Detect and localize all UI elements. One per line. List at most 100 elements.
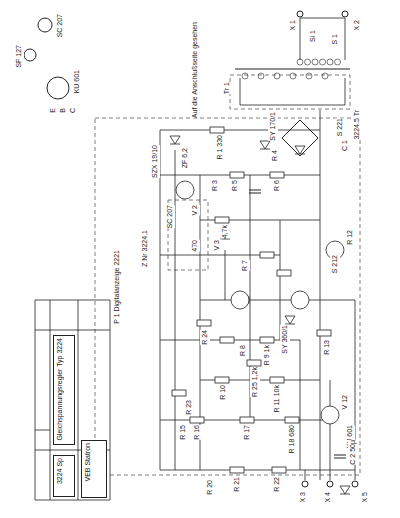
component-label: X 5 (360, 492, 370, 503)
resistor-symbol (190, 417, 204, 423)
resistor-symbol (260, 337, 274, 343)
title-block-cell: VEB Statron (81, 440, 107, 498)
component-label: V 3 (212, 240, 222, 251)
transformer-core (235, 68, 350, 69)
component-label: ZF 6,2 (180, 148, 190, 168)
component-label: SC 207 (165, 205, 175, 228)
diode-symbol (340, 486, 350, 494)
capacitor-symbol (334, 455, 346, 458)
component-label: R 13 (322, 340, 332, 355)
component-label: S 1 (330, 34, 340, 45)
title-text: VEB Statron (84, 443, 92, 482)
component-label: SZX 19/10 (150, 145, 160, 178)
title-block-grid (35, 330, 110, 331)
component-label: Tr 1 (222, 82, 232, 94)
component-label: R 16 (192, 425, 202, 440)
component-label: V 12 (340, 395, 350, 409)
transformer-winding (290, 73, 296, 79)
component-label: R 22 (272, 477, 282, 492)
component-label: C 2 50µ (348, 440, 358, 465)
diode-symbol (170, 136, 180, 144)
resistor-symbol (172, 390, 186, 396)
component-label: KU 601 (72, 70, 82, 93)
component-label: Z Nr 3224.1 (140, 230, 150, 267)
dashed-frame (95, 118, 360, 475)
terminal (297, 11, 303, 17)
component-label: Auf die Anschlußseite gesehen (190, 22, 200, 118)
component-label: R 9 1k (262, 345, 272, 365)
wires (160, 18, 355, 480)
transistor-symbol (231, 291, 249, 309)
component-label: C (68, 108, 78, 113)
component-label: Si 1 (308, 30, 318, 42)
wire (280, 220, 281, 340)
transformer-winding (312, 59, 318, 65)
component-label: SF 127 (14, 45, 24, 68)
wire (240, 78, 345, 105)
resistor-symbol (230, 172, 244, 178)
resistor-symbol (215, 377, 229, 383)
resistor-symbol (220, 337, 234, 343)
resistor-symbol (260, 252, 274, 258)
title-block-cell: 3224 Sp (53, 455, 75, 497)
wire (300, 18, 345, 19)
transformer-winding (320, 59, 326, 65)
component-label: X 2 (352, 20, 362, 31)
component-label: V 2 (190, 205, 200, 216)
title-block-grid (35, 430, 50, 431)
terminal (342, 11, 348, 17)
component-label: R 12 (345, 230, 355, 245)
wire (160, 130, 320, 131)
component-label: P 1 Digitalanzeige 2221 (112, 250, 122, 324)
transistor-symbol (321, 406, 339, 424)
component-label: S 212 (330, 255, 340, 273)
resistor-symbol (247, 360, 261, 366)
component-label: 3224.5 Tr (352, 110, 362, 140)
wire (320, 110, 321, 480)
capacitor-symbol (249, 190, 261, 193)
component-label: R 25 1,2k (250, 367, 260, 397)
component-label: E (48, 108, 58, 113)
resistor-symbol (215, 217, 229, 223)
terminal (352, 481, 358, 487)
wire (300, 18, 301, 60)
resistor-symbol (240, 417, 254, 423)
transformer-winding (335, 59, 341, 65)
dashed-frame (230, 75, 350, 109)
component-label: S 221 (335, 118, 345, 136)
terminal (302, 481, 308, 487)
resistor-symbol (317, 330, 331, 336)
wire (160, 130, 161, 470)
component-label: R 18 680 (287, 425, 297, 453)
diode-symbol (260, 141, 270, 149)
diode-symbol (285, 316, 295, 324)
wire (175, 150, 176, 470)
transformer-winding (297, 59, 303, 65)
component-label: SY 170/1 (268, 112, 278, 141)
component-label: R 20 (205, 480, 215, 495)
bridge-rectifier (282, 120, 318, 156)
component-label: X 3 (298, 492, 308, 503)
component-label: R 23 (184, 400, 194, 415)
wire (160, 470, 355, 471)
wire (345, 18, 346, 60)
component-label: R 3 (210, 180, 220, 191)
transformer-winding (258, 73, 264, 79)
resistor-symbol (285, 417, 299, 423)
transformer-winding (305, 59, 311, 65)
component-label: R 24 (200, 330, 210, 345)
component-label: SC 207 (55, 14, 65, 37)
resistor-symbol (277, 270, 291, 276)
component-label: 4,7k (220, 225, 230, 238)
component-label: R 4 (270, 150, 280, 161)
component-label: R 5 (230, 180, 240, 191)
component-label: R 8 (238, 345, 248, 356)
transformer-winding (322, 73, 328, 79)
resistor-symbol (272, 467, 286, 473)
component-label: R 1 330 (215, 135, 225, 160)
wire (330, 380, 331, 480)
title-text: Gleichspannungsregler Typ 3224 (56, 338, 64, 441)
component-label: SY 360/1 (280, 325, 290, 354)
component-label: R 15 (178, 425, 188, 440)
resistor-symbol (270, 172, 284, 178)
